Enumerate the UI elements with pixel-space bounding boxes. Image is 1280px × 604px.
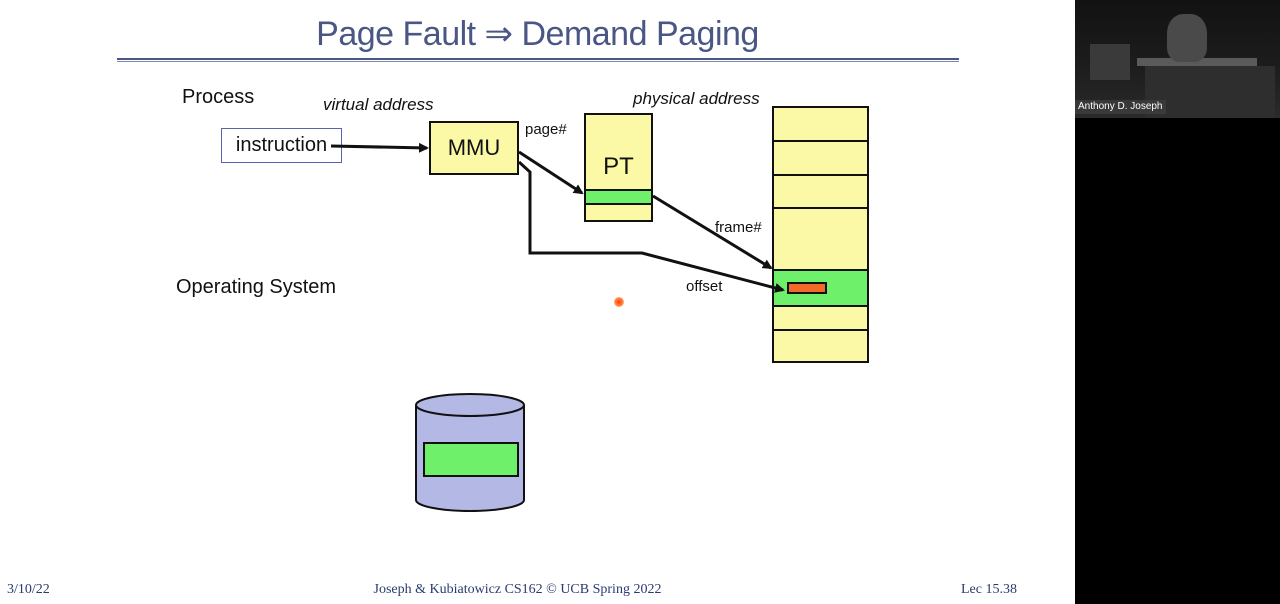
disk-top	[415, 393, 525, 417]
page-table: PT	[584, 113, 653, 222]
page-number-arrow	[518, 150, 584, 195]
footer-lecture-number: Lec 15.38	[961, 582, 1017, 597]
laser-pointer-dot	[614, 297, 624, 307]
memory-row-divider	[774, 174, 867, 176]
presenter-webcam: Anthony D. Joseph	[1075, 0, 1280, 118]
memory-row-divider	[774, 140, 867, 142]
operating-system-label: Operating System	[176, 276, 337, 298]
offset-block	[787, 282, 827, 294]
instruction-box: instruction	[221, 128, 342, 163]
slide-title: Page Fault ⇒ Demand Paging	[316, 15, 759, 53]
memory-frame	[774, 269, 867, 307]
process-label: Process	[182, 86, 255, 108]
memory-row-divider	[774, 329, 867, 331]
physical-address-label: physical address	[633, 89, 760, 108]
video-panel: Anthony D. Joseph	[1075, 0, 1280, 604]
footer-date: 3/10/22	[7, 582, 50, 597]
page-table-label: PT	[603, 153, 634, 180]
page-number-label: page#	[525, 121, 567, 138]
disk-page-block	[423, 442, 519, 477]
disk	[415, 393, 525, 512]
presenter-name: Anthony D. Joseph	[1075, 100, 1166, 114]
page-table-entry	[586, 189, 651, 205]
slide: Page Fault ⇒ Demand Paging Process virtu…	[7, 15, 1017, 597]
offset-arrow	[517, 160, 785, 293]
title-rule	[117, 58, 959, 60]
webcam-table	[1145, 66, 1275, 118]
footer-course: Joseph & Kubiatowicz CS162 © UCB Spring …	[373, 582, 662, 597]
webcam-equipment	[1090, 44, 1130, 80]
webcam-person	[1167, 14, 1207, 62]
frame-number-arrow	[652, 194, 773, 270]
webcam-desk	[1137, 58, 1257, 66]
instruction-to-mmu-arrow	[330, 142, 429, 153]
mmu-box: MMU	[429, 121, 519, 175]
title-rule-thin	[117, 61, 959, 62]
memory-row-divider	[774, 207, 867, 209]
virtual-address-label: virtual address	[323, 95, 434, 114]
frame-number-label: frame#	[715, 219, 762, 236]
offset-label: offset	[686, 278, 723, 295]
physical-memory	[772, 106, 869, 363]
diagram-overlay	[330, 142, 785, 512]
